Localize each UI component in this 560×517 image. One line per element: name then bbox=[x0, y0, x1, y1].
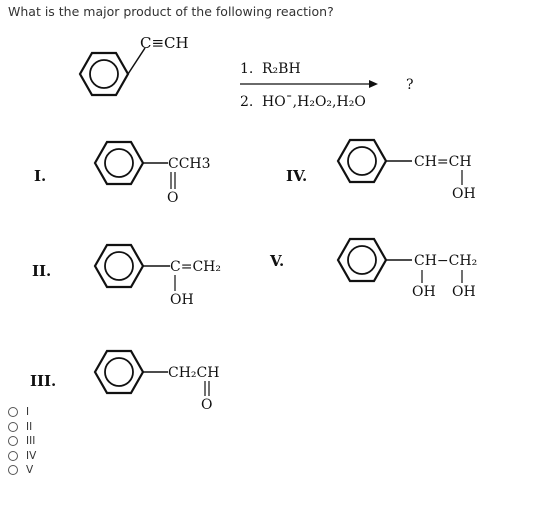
option-iii-label[interactable]: III bbox=[26, 435, 36, 448]
choice-ii-benzene-ring bbox=[93, 243, 145, 289]
choice-ii-group: C=CH₂ bbox=[170, 259, 221, 275]
choice-iii-group: CH₂CH bbox=[168, 365, 219, 381]
choice-i-group: CCH3 bbox=[168, 156, 211, 172]
option-ii[interactable]: II bbox=[8, 420, 36, 435]
choice-iv-benzene-ring bbox=[336, 138, 388, 184]
choice-ii-hydroxyl: OH bbox=[170, 292, 194, 308]
option-ii-radio[interactable] bbox=[8, 421, 18, 432]
answer-options: I II III IV V bbox=[8, 405, 36, 478]
option-iv-radio[interactable] bbox=[8, 450, 18, 461]
step1-number: 1. bbox=[240, 61, 253, 77]
choice-iii-benzene-ring bbox=[93, 349, 145, 395]
choice-iii-numeral: III. bbox=[30, 372, 56, 390]
choice-iii-oxygen-wrap: O bbox=[201, 397, 212, 413]
choice-v-numeral: V. bbox=[269, 252, 284, 270]
choice-iv-hydroxyl: OH bbox=[452, 186, 476, 202]
option-v-label[interactable]: V bbox=[26, 464, 34, 477]
step2-reagent: HOˉ,H₂O₂,H₂O bbox=[262, 94, 366, 110]
option-i[interactable]: I bbox=[8, 405, 36, 420]
arrow-head bbox=[369, 80, 378, 88]
option-ii-label[interactable]: II bbox=[26, 420, 33, 433]
option-i-radio[interactable] bbox=[8, 407, 18, 418]
choice-v-benzene-ring bbox=[336, 237, 388, 283]
choice-i-numeral: I. bbox=[34, 167, 46, 185]
option-i-label[interactable]: I bbox=[26, 406, 30, 419]
option-v-radio[interactable] bbox=[8, 465, 18, 476]
choice-i-benzene-ring bbox=[93, 140, 145, 186]
option-iv-label[interactable]: IV bbox=[26, 449, 37, 462]
question-text: What is the major product of the followi… bbox=[8, 4, 334, 19]
step1-reagent: R₂BH bbox=[262, 61, 301, 77]
option-iv[interactable]: IV bbox=[8, 449, 36, 464]
choice-v-group: CH−CH₂ bbox=[414, 253, 477, 269]
product-question-mark: ? bbox=[406, 77, 414, 93]
choice-iv-numeral: IV. bbox=[286, 167, 307, 185]
reaction-scheme: C≡CH 1. R₂BH 2. HOˉ,H₂O₂,H₂O ? I. CCH3 O… bbox=[30, 34, 477, 396]
option-iii-radio[interactable] bbox=[8, 436, 18, 447]
choice-v-hydroxyl-2: OH bbox=[452, 284, 476, 300]
reactant-group: C≡CH bbox=[140, 34, 189, 52]
choice-v-hydroxyl-1: OH bbox=[412, 284, 436, 300]
choice-iv-group: CH=CH bbox=[414, 154, 472, 170]
choice-iii-oxygen: O bbox=[201, 397, 212, 413]
choice-i-oxygen: O bbox=[167, 190, 178, 206]
reactant-benzene-ring bbox=[78, 51, 130, 97]
option-v[interactable]: V bbox=[8, 463, 36, 478]
reactant-bond bbox=[127, 47, 146, 75]
choice-ii-numeral: II. bbox=[32, 262, 51, 280]
step2-number: 2. bbox=[240, 94, 253, 110]
option-iii[interactable]: III bbox=[8, 434, 36, 449]
